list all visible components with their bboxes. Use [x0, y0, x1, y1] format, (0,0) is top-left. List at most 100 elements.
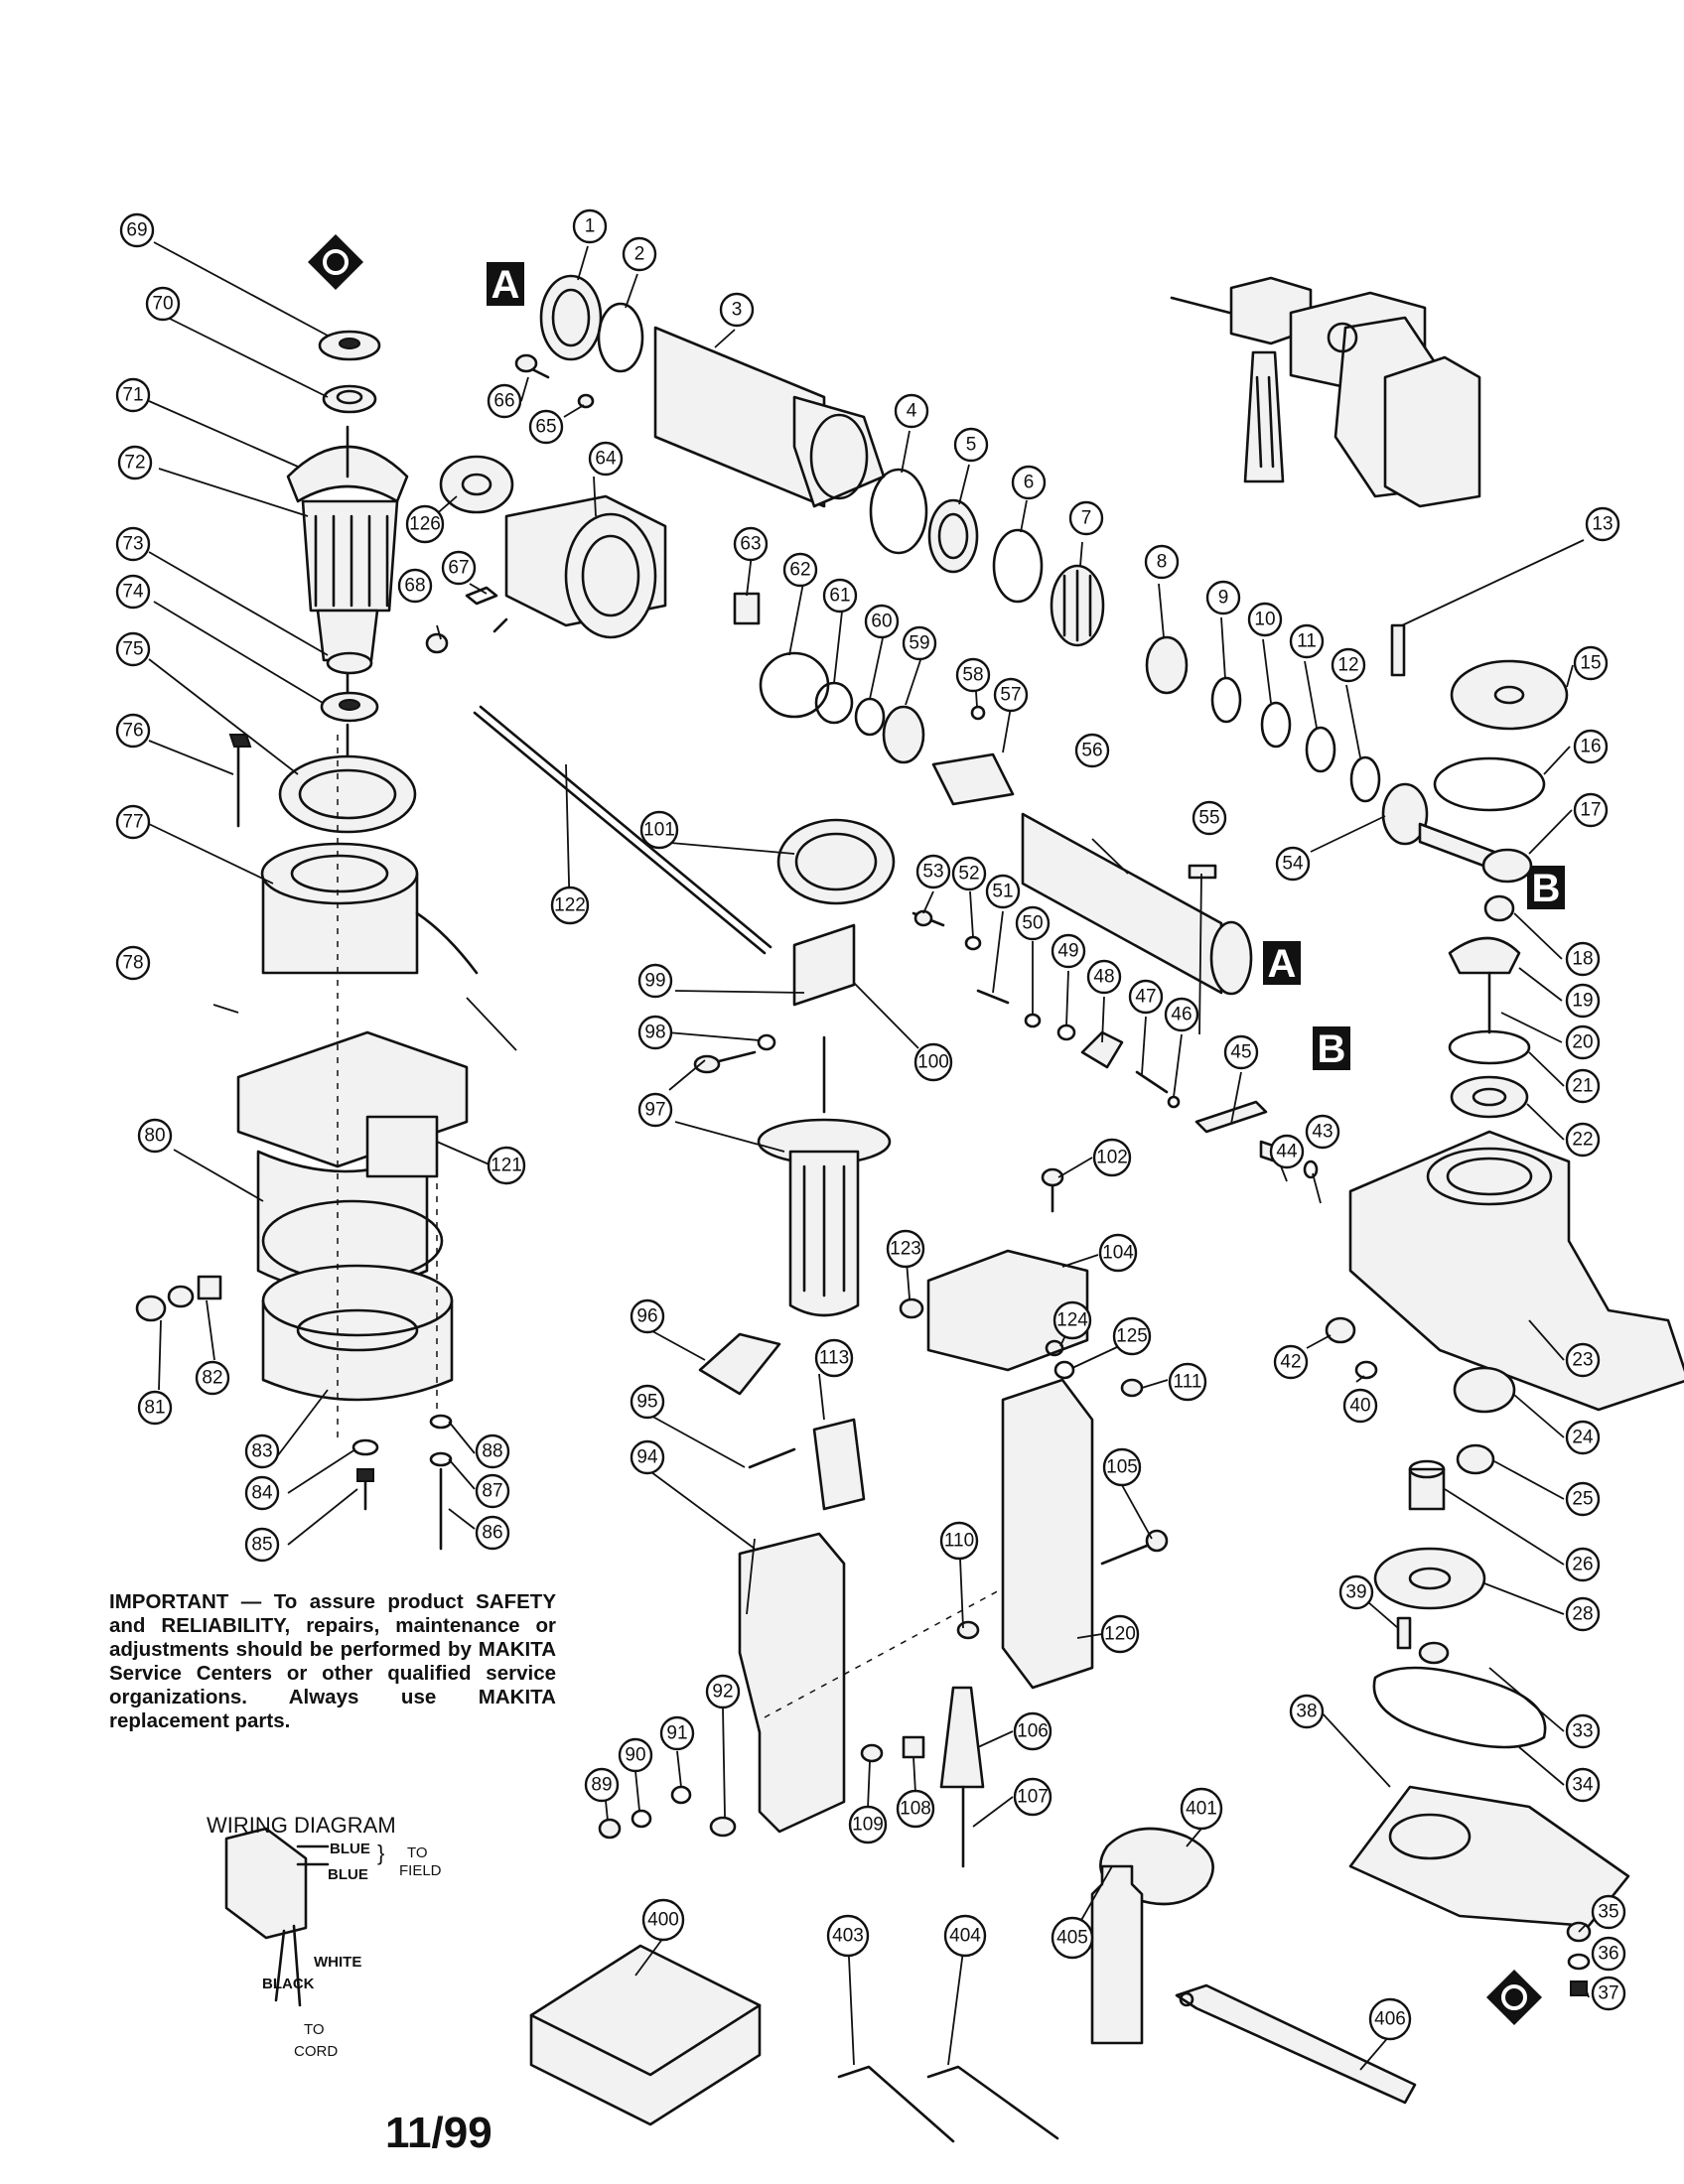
svg-text:76: 76 [122, 721, 143, 742]
callout-78: 78 [115, 945, 151, 981]
o-ring-2 [597, 302, 644, 373]
svg-text:65: 65 [535, 417, 556, 438]
o-ring-16 [1433, 756, 1546, 812]
callout-6: 6 [1011, 465, 1047, 500]
hex-wrench-403 [837, 2065, 955, 2143]
svg-text:94: 94 [636, 1447, 658, 1468]
svg-text:59: 59 [909, 633, 929, 654]
callout-98: 98 [637, 1015, 673, 1050]
carrying-case-400 [529, 1944, 762, 2126]
callout-124: 124 [1052, 1300, 1092, 1340]
callout-44: 44 [1269, 1134, 1305, 1169]
callout-73: 73 [115, 526, 151, 562]
callout-107: 107 [1013, 1777, 1052, 1817]
svg-text:90: 90 [625, 1745, 645, 1766]
callout-80: 80 [137, 1118, 173, 1154]
callout-95: 95 [630, 1384, 665, 1420]
callout-106: 106 [1013, 1711, 1052, 1751]
callout-13: 13 [1585, 506, 1620, 542]
svg-text:39: 39 [1345, 1582, 1366, 1603]
svg-text:45: 45 [1230, 1042, 1251, 1063]
svg-text:101: 101 [643, 820, 675, 841]
svg-text:404: 404 [949, 1926, 981, 1947]
callout-71: 71 [115, 377, 151, 413]
callout-5: 5 [953, 427, 989, 463]
callout-48: 48 [1086, 959, 1122, 995]
svg-text:53: 53 [922, 862, 943, 883]
svg-text:106: 106 [1017, 1721, 1049, 1742]
callout-94: 94 [630, 1439, 665, 1475]
callout-109: 109 [848, 1805, 888, 1844]
callout-404: 404 [943, 1914, 987, 1958]
svg-text:105: 105 [1106, 1457, 1138, 1478]
svg-text:120: 120 [1104, 1624, 1136, 1645]
svg-text:20: 20 [1572, 1032, 1593, 1053]
section-marker-b-housing: B [1313, 1026, 1350, 1071]
callout-58: 58 [955, 657, 991, 693]
piston-sleeve-56 [1021, 812, 1253, 996]
svg-text:89: 89 [591, 1775, 612, 1796]
svg-text:17: 17 [1580, 800, 1601, 821]
ring-6 [992, 528, 1044, 604]
callout-122: 122 [550, 886, 590, 925]
svg-text:122: 122 [554, 895, 586, 916]
callout-105: 105 [1102, 1447, 1142, 1487]
callout-16: 16 [1573, 729, 1609, 764]
svg-text:34: 34 [1572, 1775, 1594, 1796]
svg-text:81: 81 [144, 1398, 165, 1419]
svg-text:2: 2 [634, 244, 645, 265]
svg-text:124: 124 [1056, 1310, 1088, 1331]
svg-text:405: 405 [1056, 1928, 1088, 1949]
callout-82: 82 [195, 1360, 230, 1396]
svg-text:70: 70 [152, 294, 173, 315]
callout-100: 100 [913, 1042, 953, 1082]
needle-bearing-1 [539, 274, 603, 361]
callout-9: 9 [1205, 580, 1241, 615]
callout-65: 65 [528, 409, 564, 445]
svg-text:55: 55 [1198, 808, 1219, 829]
svg-text:28: 28 [1572, 1604, 1593, 1625]
fasteners-89-92 [598, 1785, 737, 1840]
callout-72: 72 [117, 445, 153, 480]
callout-90: 90 [618, 1737, 653, 1773]
svg-text:6: 6 [1024, 473, 1035, 493]
svg-text:57: 57 [1000, 685, 1021, 706]
callout-401: 401 [1180, 1787, 1223, 1831]
callout-7: 7 [1068, 500, 1104, 536]
callout-108: 108 [896, 1789, 935, 1829]
bolt-wing-97-99 [693, 1033, 776, 1074]
svg-text:8: 8 [1157, 552, 1168, 573]
callout-75: 75 [115, 631, 151, 667]
o-ring-4 [869, 468, 928, 555]
svg-text:B: B [1318, 1027, 1346, 1071]
baffle-plate-75 [278, 723, 417, 834]
svg-text:58: 58 [962, 665, 983, 686]
section-marker-c-bottom [1486, 1970, 1542, 2025]
callout-8: 8 [1144, 544, 1180, 580]
screws-65-68 [425, 353, 595, 654]
callout-96: 96 [630, 1298, 665, 1334]
callout-405: 405 [1051, 1916, 1094, 1960]
callout-68: 68 [397, 568, 433, 604]
grip-97 [757, 1035, 892, 1317]
svg-text:110: 110 [944, 1531, 974, 1552]
callout-10: 10 [1247, 602, 1283, 637]
callout-43: 43 [1305, 1114, 1340, 1150]
bearing-69 [318, 330, 381, 361]
svg-text:50: 50 [1022, 913, 1043, 934]
svg-text:69: 69 [126, 220, 147, 241]
svg-text:68: 68 [404, 576, 425, 597]
wire-label-to-cord-2: CORD [294, 2043, 339, 2060]
svg-text:113: 113 [819, 1348, 849, 1369]
svg-text:109: 109 [852, 1815, 884, 1836]
callout-87: 87 [475, 1473, 510, 1509]
callout-69: 69 [119, 212, 155, 248]
svg-text:13: 13 [1592, 514, 1613, 535]
callout-61: 61 [822, 578, 858, 614]
callout-54: 54 [1275, 846, 1311, 882]
svg-text:18: 18 [1572, 949, 1593, 970]
svg-text:44: 44 [1276, 1142, 1298, 1162]
callout-33: 33 [1565, 1713, 1601, 1749]
callout-84: 84 [244, 1475, 280, 1511]
svg-text:51: 51 [992, 882, 1013, 902]
